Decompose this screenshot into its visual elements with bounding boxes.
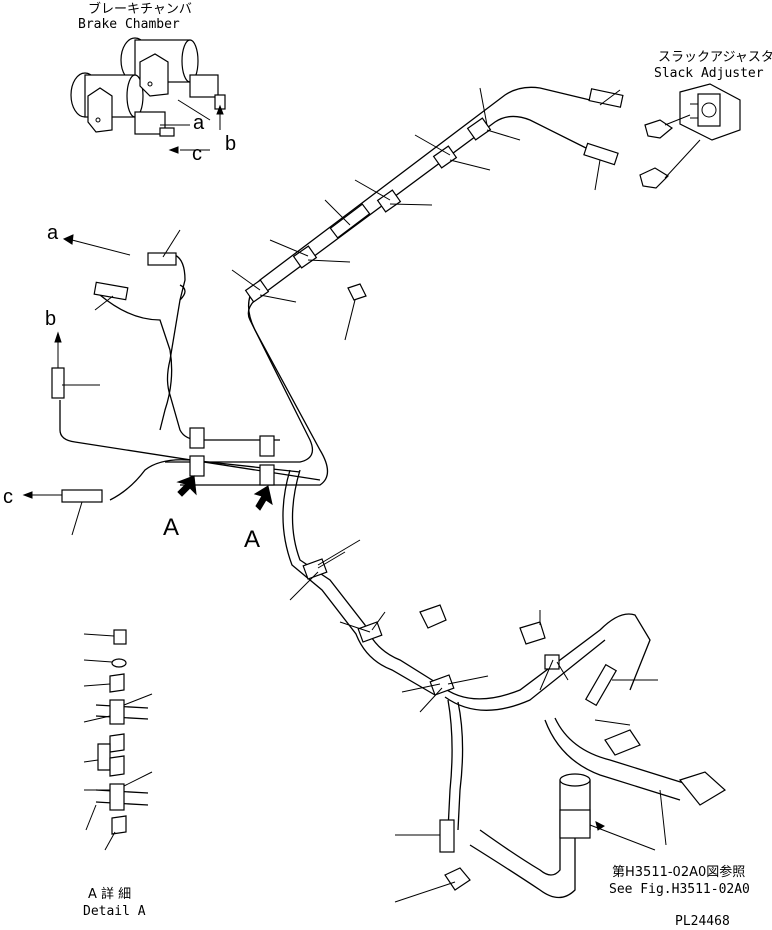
ref-a-label: a: [47, 222, 59, 244]
detail-a-en-label: Detail A: [83, 904, 146, 919]
tube-clamps: [189, 117, 560, 696]
view-a-label-2: A: [244, 526, 260, 553]
brake-chamber-jp-label: ブレーキチャンバ: [88, 1, 192, 17]
leader-lines: [62, 87, 667, 903]
slack-adjuster-en-label: Slack Adjuster: [654, 66, 764, 81]
detail-a-drawing: [83, 629, 153, 851]
ref-c-label: c: [3, 486, 13, 508]
slack-adjuster-jp-label: スラックアジャスタ: [658, 50, 772, 65]
chamber-ref-a-label: a: [193, 112, 205, 134]
brake-chamber-assembly: [70, 37, 226, 154]
hose-fittings: [51, 88, 624, 891]
drawing-number: PL24468: [675, 914, 730, 929]
chamber-ref-c-label: c: [192, 143, 202, 165]
reference-arrows: [22, 234, 131, 499]
detail-a-jp-label: A 詳 細: [88, 886, 131, 902]
slack-adjuster-assembly: [639, 83, 741, 189]
view-a-arrows: [176, 475, 273, 511]
brake-chamber-en-label: Brake Chamber: [78, 17, 180, 32]
ref-b-label: b: [45, 308, 56, 330]
view-a-label-1: A: [163, 514, 179, 541]
see-fig-en-label: See Fig.H3511-02A0: [609, 882, 750, 897]
tube-lines: [59, 86, 727, 899]
see-fig-jp-label: 第H3511-02A0図参照: [612, 864, 745, 880]
chamber-ref-b-label: b: [225, 133, 236, 155]
